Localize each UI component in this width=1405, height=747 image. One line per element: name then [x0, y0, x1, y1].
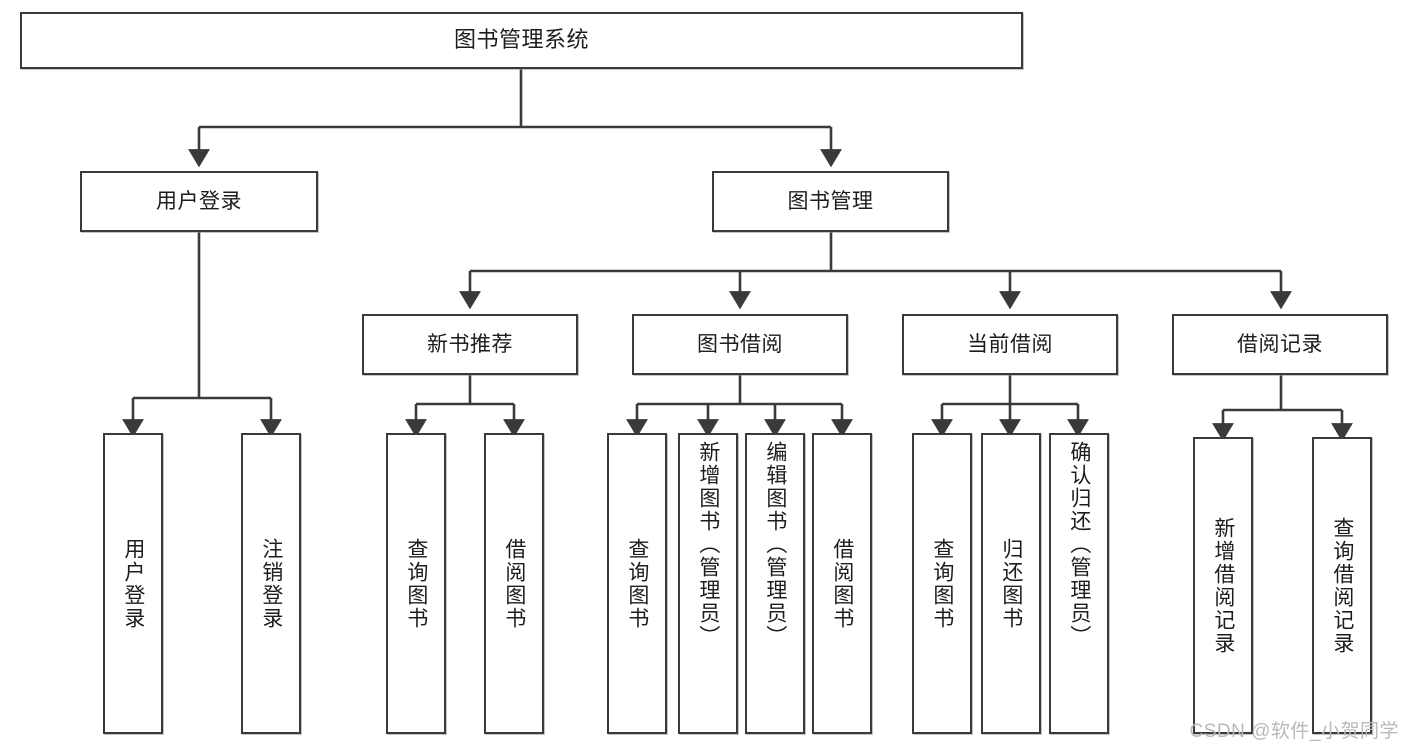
node-label: 借阅记录 [1237, 332, 1323, 356]
node-label: 借阅图书 [502, 537, 526, 630]
leaf-borrow-book-recommend[interactable]: 借阅图书 [484, 433, 544, 734]
watermark: CSDN @软件_小贺同学 [1189, 721, 1399, 742]
leaf-query-book-current[interactable]: 查询图书 [912, 433, 972, 734]
node-label: 注销登录 [259, 537, 283, 630]
node-label: 当前借阅 [967, 332, 1053, 356]
node-label: 图书借阅 [697, 332, 783, 356]
leaf-logout[interactable]: 注销登录 [241, 433, 301, 734]
node-label: 归还图书 [999, 537, 1023, 630]
leaf-return-book[interactable]: 归还图书 [981, 433, 1041, 734]
node-new-book-recommend[interactable]: 新书推荐 [362, 314, 578, 375]
node-user-login[interactable]: 用户登录 [80, 171, 318, 232]
node-label: 图书管理 [787, 189, 874, 213]
node-label: 查询图书 [930, 537, 954, 630]
node-current-borrow[interactable]: 当前借阅 [902, 314, 1118, 375]
leaf-add-borrow-record[interactable]: 新增借阅记录 [1193, 437, 1253, 734]
leaf-query-book-recommend[interactable]: 查询图书 [386, 433, 446, 734]
leaf-query-book-borrow[interactable]: 查询图书 [607, 433, 667, 734]
node-label: 新增图书（管理员） [696, 441, 720, 648]
node-label: 图书管理系统 [453, 27, 589, 53]
leaf-query-borrow-record[interactable]: 查询借阅记录 [1312, 437, 1372, 734]
node-label: 用户登录 [156, 189, 242, 213]
leaf-borrow-book[interactable]: 借阅图书 [812, 433, 872, 734]
node-label: 新书推荐 [427, 332, 513, 356]
node-label: 用户登录 [121, 537, 145, 630]
leaf-confirm-return-admin[interactable]: 确认归还（管理员） [1049, 433, 1109, 734]
leaf-user-login[interactable]: 用户登录 [103, 433, 163, 734]
node-label: 确认归还（管理员） [1067, 441, 1091, 648]
node-borrow-record[interactable]: 借阅记录 [1172, 314, 1388, 375]
node-label: 查询图书 [404, 537, 428, 630]
node-book-borrow[interactable]: 图书借阅 [632, 314, 848, 375]
node-label: 查询借阅记录 [1330, 516, 1354, 655]
node-root-system[interactable]: 图书管理系统 [20, 12, 1023, 69]
node-book-management[interactable]: 图书管理 [712, 171, 949, 232]
node-label: 查询图书 [625, 537, 649, 630]
leaf-edit-book-admin[interactable]: 编辑图书（管理员） [745, 433, 805, 734]
node-label: 新增借阅记录 [1211, 516, 1235, 655]
leaf-add-book-admin[interactable]: 新增图书（管理员） [678, 433, 738, 734]
node-label: 借阅图书 [830, 537, 854, 630]
node-label: 编辑图书（管理员） [763, 441, 787, 648]
